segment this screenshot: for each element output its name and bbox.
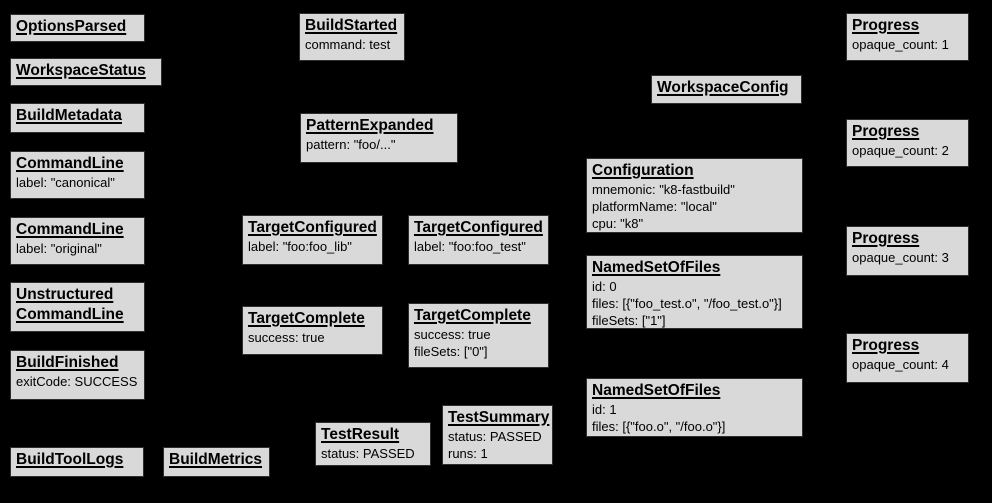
diagram-node-command-line-original: CommandLine label: "original" — [10, 217, 145, 265]
diagram-node-test-summary: TestSummary status: PASSED runs: 1 — [442, 405, 553, 465]
diagram-node-workspace-config: WorkspaceConfig — [651, 75, 802, 104]
diagram-node-progress-4: Progress opaque_count: 4 — [846, 333, 969, 383]
node-title: TestResult — [321, 426, 400, 443]
node-detail: id: 0 — [592, 279, 617, 294]
diagram-node-target-configured-foo-lib: TargetConfigured label: "foo:foo_lib" — [242, 215, 383, 265]
node-title: PatternExpanded — [306, 117, 434, 134]
diagram-node-named-set-of-files-1: NamedSetOfFiles id: 1 files: [{"foo.o", "/… — [586, 378, 803, 437]
node-detail: command: test — [305, 37, 391, 52]
node-title: CommandLine — [16, 221, 124, 238]
diagram-node-target-complete-foo-lib: TargetComplete success: true — [242, 306, 383, 355]
node-detail: platformName: "local" — [592, 199, 717, 214]
node-detail: files: [{"foo.o", "/foo.o"}] — [592, 419, 726, 434]
diagram-node-build-metrics: BuildMetrics — [163, 447, 270, 477]
node-detail: label: "foo:foo_test" — [414, 239, 526, 254]
node-title: BuildFinished — [16, 354, 119, 371]
node-title: BuildStarted — [305, 17, 398, 34]
node-title: CommandLine — [16, 155, 124, 172]
diagram-node-command-line-canonical: CommandLine label: "canonical" — [10, 151, 145, 199]
node-title: TargetConfigured — [248, 219, 377, 236]
node-title: WorkspaceConfig — [657, 79, 789, 96]
diagram-node-build-finished: BuildFinished exitCode: SUCCESS — [10, 350, 145, 400]
node-title: Unstructured — [16, 286, 114, 303]
diagram-node-options-parsed: OptionsParsed — [10, 14, 145, 42]
node-title: Progress — [852, 230, 920, 247]
node-detail: status: PASSED — [321, 446, 415, 461]
node-title: TargetComplete — [414, 307, 531, 324]
node-detail: mnemonic: "k8-fastbuild" — [592, 182, 735, 197]
node-title: CommandLine — [16, 306, 124, 323]
diagram-node-target-complete-foo-test: TargetComplete success: true fileSets: ["0… — [408, 303, 549, 368]
diagram-node-pattern-expanded: PatternExpanded pattern: "foo/..." — [300, 113, 458, 163]
diagram-node-workspace-status: WorkspaceStatus — [10, 58, 162, 86]
node-title: OptionsParsed — [16, 18, 127, 35]
node-detail: opaque_count: 2 — [852, 143, 949, 158]
node-detail: exitCode: SUCCESS — [16, 374, 138, 389]
diagram-node-build-started: BuildStarted command: test — [299, 13, 405, 61]
node-title: Progress — [852, 337, 920, 354]
node-detail: fileSets: ["0"] — [414, 344, 488, 359]
node-title: NamedSetOfFiles — [592, 382, 721, 399]
node-title: TestSummary — [448, 409, 550, 426]
node-detail: id: 1 — [592, 402, 617, 417]
node-detail: success: true — [414, 327, 491, 342]
diagram-node-build-metadata: BuildMetadata — [10, 103, 145, 133]
node-detail: label: "foo:foo_lib" — [248, 239, 352, 254]
node-title: WorkspaceStatus — [16, 62, 146, 79]
node-detail: cpu: "k8" — [592, 216, 644, 231]
node-title: Progress — [852, 123, 920, 140]
node-title: Progress — [852, 17, 920, 34]
diagram-node-target-configured-foo-test: TargetConfigured label: "foo:foo_test" — [408, 215, 549, 265]
node-detail: pattern: "foo/..." — [306, 137, 396, 152]
diagram-node-progress-3: Progress opaque_count: 3 — [846, 226, 969, 276]
diagram-node-build-tool-logs: BuildToolLogs — [10, 447, 144, 477]
diagram-node-test-result: TestResult status: PASSED — [315, 422, 431, 466]
diagram-node-configuration: Configuration mnemonic: "k8-fastbuild" pla… — [586, 158, 803, 233]
diagram-node-progress-1: Progress opaque_count: 1 — [846, 13, 969, 61]
node-title: TargetConfigured — [414, 219, 543, 236]
node-detail: files: [{"foo_test.o", "/foo_test.o"}] — [592, 296, 782, 311]
node-title: BuildMetadata — [16, 107, 122, 124]
node-detail: opaque_count: 1 — [852, 37, 949, 52]
node-title: Configuration — [592, 162, 694, 179]
node-detail: success: true — [248, 330, 325, 345]
node-detail: label: "canonical" — [16, 175, 115, 190]
node-title: NamedSetOfFiles — [592, 259, 721, 276]
node-detail: runs: 1 — [448, 446, 488, 461]
diagram-node-named-set-of-files-0: NamedSetOfFiles id: 0 files: [{"foo_test.o… — [586, 255, 803, 329]
node-detail: label: "original" — [16, 241, 102, 256]
diagram-node-progress-2: Progress opaque_count: 2 — [846, 119, 969, 167]
node-detail: fileSets: ["1"] — [592, 313, 666, 328]
node-title: BuildMetrics — [169, 451, 263, 468]
node-title: BuildToolLogs — [16, 451, 124, 468]
node-title: TargetComplete — [248, 310, 365, 327]
node-detail: opaque_count: 3 — [852, 250, 949, 265]
node-detail: opaque_count: 4 — [852, 357, 949, 372]
node-detail: status: PASSED — [448, 429, 542, 444]
